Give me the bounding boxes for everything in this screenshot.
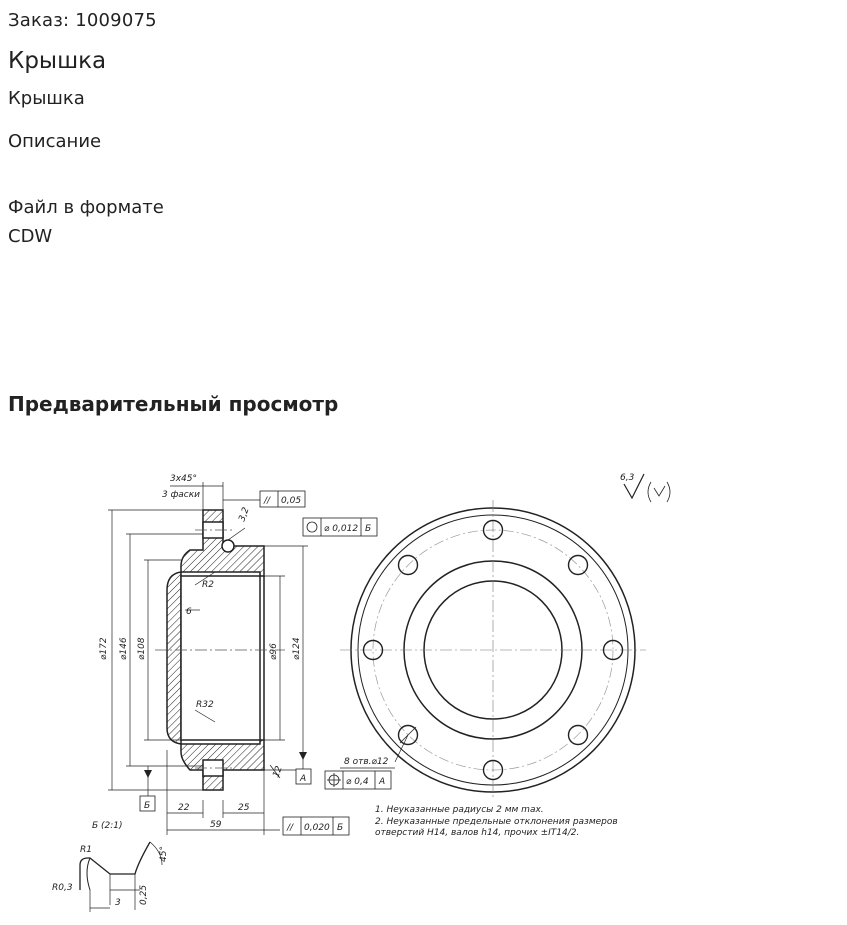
section-view	[166, 509, 265, 791]
parallel-tolerance-top: // 0,05	[259, 490, 306, 508]
technical-drawing-svg: 3x45° 3 фаски ⌀172 ⌀146 ⌀108 ⌀96 ⌀124 R2…	[52, 473, 671, 912]
roughness-value: 6,3	[620, 473, 635, 483]
datum-b-label: Б	[144, 801, 150, 811]
detail-r1: R1	[80, 845, 92, 855]
detail-label: Б (2:1)	[92, 821, 123, 831]
concentric-tolerance: ⌀ 0,012 Б	[302, 517, 378, 537]
dim-22: 22	[178, 803, 190, 813]
dim-124: ⌀124	[292, 637, 302, 660]
detail-3: 3	[115, 898, 121, 908]
note-3: отверстий H14, валов h14, прочих ±IT14/2…	[375, 828, 579, 838]
dim-3-2: 3,2	[237, 506, 251, 523]
front-view	[340, 500, 646, 800]
datum-a-label: А	[299, 774, 306, 784]
section-centerlines	[155, 529, 285, 769]
dim-chamfer: 3x45°	[170, 474, 197, 484]
dimension-labels: 3x45° 3 фаски ⌀172 ⌀146 ⌀108 ⌀96 ⌀124 R2…	[99, 474, 302, 830]
holes-callout: 8 отв.⌀12 ⌀ 0,4 А	[324, 734, 409, 790]
concentric-datum: Б	[365, 524, 371, 534]
dim-59: 59	[210, 820, 222, 830]
parallel-datum-bottom: Б	[337, 823, 343, 833]
dim-r32: R32	[196, 700, 214, 710]
datum-a: А	[295, 752, 312, 785]
parallel-symbol-top: //	[263, 496, 271, 506]
parallel-tolerance-bottom: // 0,020 Б	[282, 816, 350, 836]
position-value: ⌀ 0,4	[346, 777, 369, 787]
parallel-value-bottom: 0,020	[304, 823, 330, 833]
technical-notes: 1. Неуказанные радиусы 2 мм max. 2. Неук…	[375, 805, 618, 838]
detail-r03: R0,3	[52, 883, 73, 893]
roughness-mark: 6,3	[620, 473, 671, 503]
note-2: 2. Неуказанные предельные отклонения раз…	[375, 817, 618, 827]
description-text: Файл в формате CDW	[8, 197, 164, 247]
concentric-icon	[306, 521, 318, 533]
description-heading: Описание	[8, 131, 102, 152]
concentric-value: ⌀ 0,012	[324, 524, 358, 534]
detail-view: Б (2:1) R1 R0,3 3 0,25 45°	[52, 821, 169, 912]
product-title: Крышка	[8, 48, 107, 74]
dim-108: ⌀108	[137, 637, 147, 660]
position-datum: А	[378, 777, 385, 787]
detail-angle: 45°	[159, 846, 169, 862]
dim-6: 6	[186, 607, 192, 617]
preview-drawing[interactable]: 3x45° 3 фаски ⌀172 ⌀146 ⌀108 ⌀96 ⌀124 R2…	[40, 460, 700, 920]
holes-note: 8 отв.⌀12	[344, 757, 389, 767]
dim-chamfer-note: 3 фаски	[162, 490, 200, 500]
dim-96: ⌀96	[269, 643, 279, 660]
parallel-symbol-bottom: //	[286, 823, 294, 833]
note-1: 1. Неуказанные радиусы 2 мм max.	[375, 805, 544, 815]
detail-0-25: 0,25	[139, 885, 149, 905]
dim-12: 12	[271, 765, 284, 779]
dim-25: 25	[238, 803, 250, 813]
parallel-value-top: 0,05	[281, 496, 301, 506]
preview-heading: Предварительный просмотр	[8, 392, 339, 416]
dim-146: ⌀146	[119, 637, 129, 660]
section-dimensions	[108, 482, 308, 835]
product-subtitle: Крышка	[8, 88, 85, 109]
dim-r2: R2	[202, 580, 214, 590]
order-number: Заказ: 1009075	[8, 10, 157, 31]
datum-b: Б	[139, 770, 156, 812]
dim-172: ⌀172	[99, 637, 109, 660]
